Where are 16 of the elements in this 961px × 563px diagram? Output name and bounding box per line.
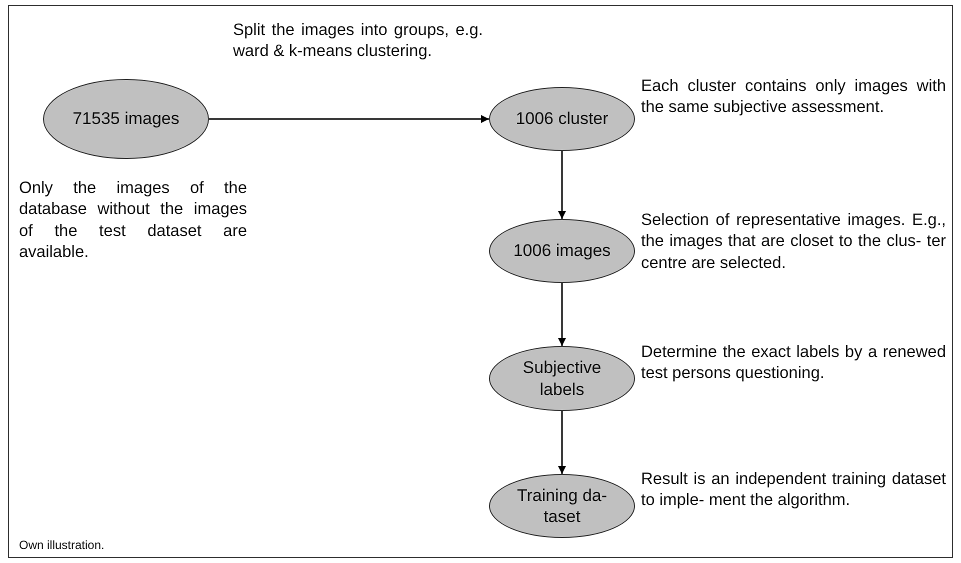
edge-label: Split the images into groups, e.g. ward & k-means clustering. xyxy=(233,20,483,62)
arrow xyxy=(558,151,566,219)
source-note: Own illustration. xyxy=(19,538,104,552)
description-text: Result is an independent training dataset to imple- ment the algorithm. xyxy=(641,469,946,512)
node-label: 1006 images xyxy=(512,240,612,262)
arrow xyxy=(558,411,566,474)
node-label: 71535 images xyxy=(72,108,180,130)
description-text: Only the images of the database without the images of the test dataset are available. xyxy=(19,178,247,264)
description-text: Selection of representative images. E.g., the images that are closet to the clus- ter centre are selected. xyxy=(641,210,946,274)
description-text: Determine the exact labels by a renewed test persons questioning. xyxy=(641,342,946,384)
description-text: Each cluster contains only images with the same subjective assessment. xyxy=(641,76,946,118)
node-label: Training da- taset xyxy=(516,484,608,528)
node-label: 1006 cluster xyxy=(514,108,610,130)
node-label: Subjective labels xyxy=(522,357,602,400)
arrow xyxy=(209,115,489,123)
arrow xyxy=(558,283,566,346)
